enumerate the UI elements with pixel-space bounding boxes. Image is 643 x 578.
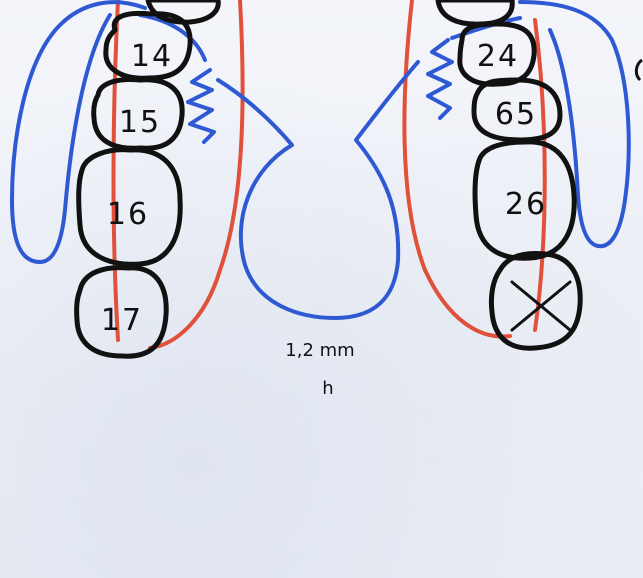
measurement-label: 1,2 mm [285,340,354,361]
edge-mark [636,60,642,80]
tooth-label-26: 26 [505,187,547,222]
tooth-label-24: 24 [477,39,519,74]
tooth-23 [438,0,512,24]
blue-left-zigzag [188,70,214,142]
red-line-right-inner [535,20,545,330]
tooth-label-14: 14 [131,39,173,74]
red-line-left-inner [114,0,119,340]
right-tooth-labels: 24 65 26 [477,39,547,222]
tooth-label-15: 15 [119,105,161,140]
height-label: h [322,378,333,399]
blue-right-zigzag [428,40,452,118]
blue-lingual-defect [218,62,418,318]
tooth-label-17: 17 [101,303,143,338]
tooth-label-16: 16 [107,197,149,232]
tooth-label-65: 65 [495,97,537,132]
